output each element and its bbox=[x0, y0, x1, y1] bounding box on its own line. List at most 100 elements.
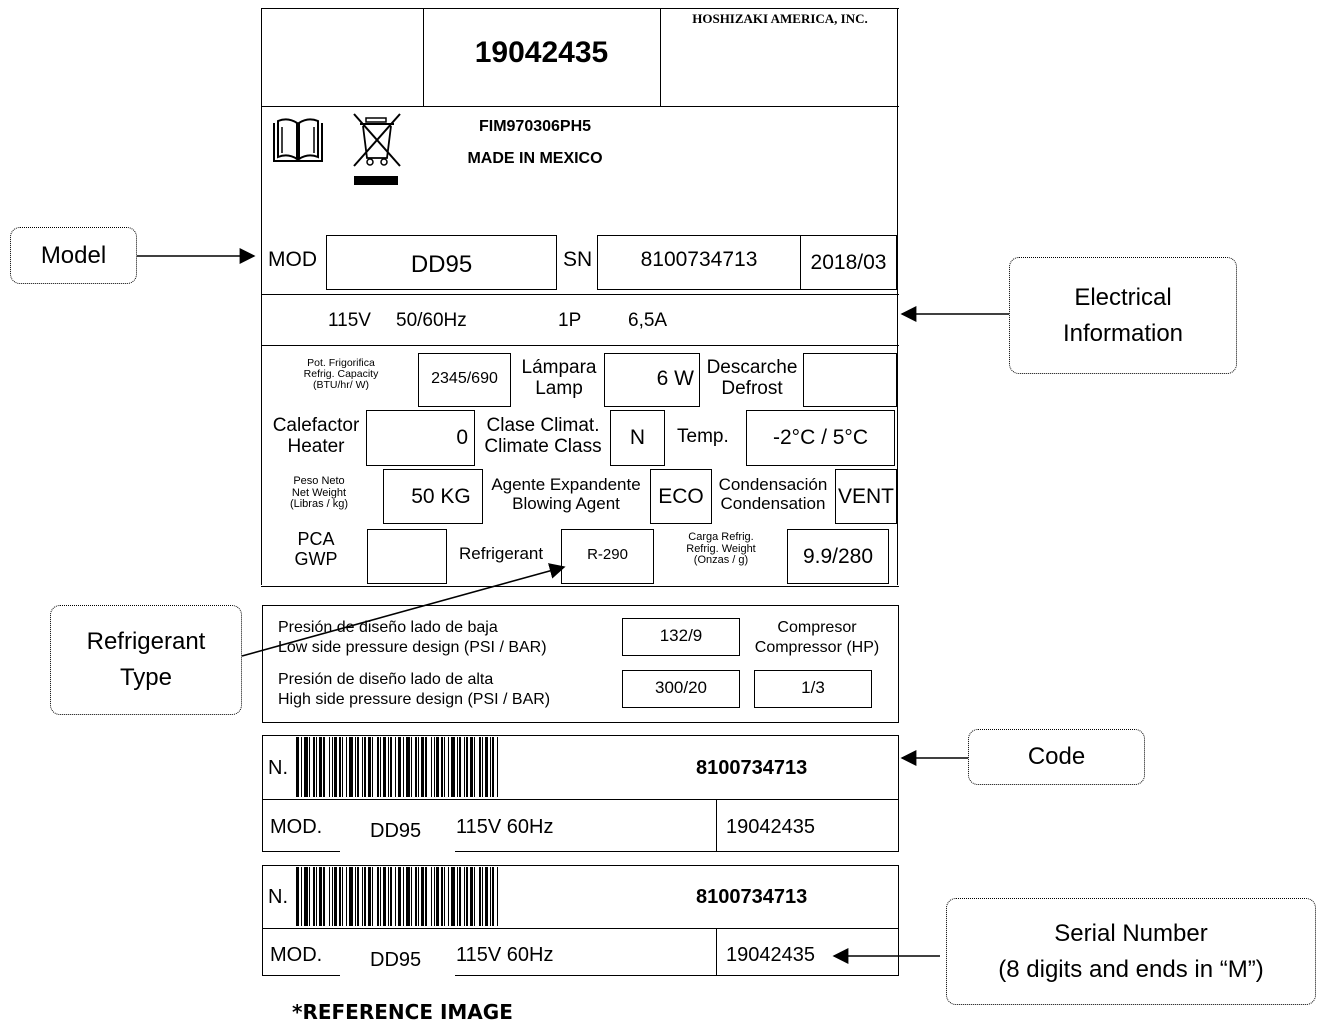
date-value: 2018/03 bbox=[810, 251, 887, 274]
barcode-bar bbox=[334, 737, 337, 797]
barcode-bar bbox=[388, 867, 389, 926]
barcode-bar bbox=[377, 867, 379, 926]
barcode-bar bbox=[485, 867, 488, 926]
refrigerant-value: R-290 bbox=[587, 546, 628, 563]
current: 6,5A bbox=[628, 310, 668, 331]
barcode-bar bbox=[457, 737, 458, 797]
barcode-bar bbox=[383, 737, 386, 797]
barcode-bar bbox=[383, 867, 386, 926]
model-value: DD95 bbox=[370, 820, 422, 842]
barcode-bar bbox=[421, 867, 424, 926]
barcode-bar bbox=[296, 867, 299, 926]
barcode-bar bbox=[398, 867, 401, 926]
mod-label: MOD. bbox=[270, 944, 323, 966]
n-label: N. bbox=[268, 886, 288, 908]
mod-label: MOD bbox=[268, 248, 317, 271]
barcode-bar bbox=[301, 867, 302, 926]
barcode-bar bbox=[492, 867, 494, 926]
barcode-bar bbox=[323, 867, 325, 926]
barcode-bar bbox=[403, 867, 404, 926]
barcode-bar bbox=[425, 737, 427, 797]
barcode-bar bbox=[313, 867, 315, 926]
heater-value: 0 bbox=[456, 426, 468, 449]
charge-value: 9.9/280 bbox=[802, 545, 874, 568]
barcode-bar bbox=[395, 867, 396, 926]
part-number: 19042435 bbox=[474, 36, 609, 69]
barcode-bar bbox=[403, 737, 404, 797]
barcode-bar bbox=[372, 867, 373, 926]
barcode-bar bbox=[470, 867, 473, 926]
blowing-box bbox=[650, 469, 712, 524]
barcode-bar bbox=[418, 737, 419, 797]
barcode-bar bbox=[474, 867, 475, 926]
barcode-bar bbox=[362, 867, 363, 926]
barcode-bar bbox=[334, 867, 337, 926]
barcode-bar bbox=[319, 867, 322, 926]
barcode-bar bbox=[372, 737, 373, 797]
arrow-refrigerant bbox=[241, 563, 566, 657]
n-label: N. bbox=[268, 757, 288, 779]
barcode bbox=[296, 865, 498, 928]
callout-code: Code bbox=[968, 729, 1145, 785]
barcode-bar bbox=[482, 867, 483, 926]
barcode-bar bbox=[434, 737, 435, 797]
barcode-bar bbox=[492, 737, 494, 797]
barcode-bar bbox=[441, 867, 443, 926]
refrigerant-label: Refrigerant bbox=[459, 544, 544, 563]
barcode-bar bbox=[406, 737, 410, 797]
high-pressure-value: 300/20 bbox=[655, 678, 707, 697]
high-pressure-box bbox=[622, 670, 740, 708]
barcode-bar bbox=[346, 737, 347, 797]
barcode-bar bbox=[459, 867, 461, 926]
temp-label: Temp. bbox=[677, 426, 729, 447]
barcode-bar bbox=[342, 737, 343, 797]
barcode-bar bbox=[368, 867, 371, 926]
weight-value: 50 KG bbox=[411, 485, 471, 508]
barcode-bar bbox=[479, 737, 481, 797]
barcode-bar bbox=[466, 737, 468, 797]
barcode-bar bbox=[364, 737, 366, 797]
barcode-bar bbox=[339, 867, 341, 926]
climate-box bbox=[610, 410, 665, 466]
barcode-bar bbox=[342, 867, 343, 926]
lamp-value: 6 W bbox=[656, 367, 694, 390]
pressure-block bbox=[262, 605, 899, 723]
barcode-bar bbox=[380, 737, 381, 797]
sn-label: SN bbox=[563, 248, 593, 271]
footer-note: *REFERENCE IMAGE bbox=[292, 1000, 513, 1024]
low-pressure-value: 132/9 bbox=[659, 626, 703, 645]
barcode-bar bbox=[466, 867, 468, 926]
barcode-bar bbox=[464, 737, 465, 797]
barcode-bar bbox=[349, 737, 353, 797]
barcode-bar bbox=[309, 737, 310, 797]
barcode-bar bbox=[490, 737, 491, 797]
barcode-bar bbox=[313, 737, 315, 797]
defrost-box bbox=[803, 353, 897, 407]
barcode-bar bbox=[355, 737, 356, 797]
barcode-bar bbox=[395, 737, 396, 797]
lamp-box bbox=[604, 353, 700, 407]
barcode-bar bbox=[329, 867, 330, 926]
barcode-bar bbox=[406, 867, 410, 926]
mod-label: MOD. bbox=[270, 816, 323, 838]
barcode-bar bbox=[490, 867, 491, 926]
barcode-bar bbox=[444, 867, 445, 926]
phase: 1P bbox=[558, 310, 582, 331]
charge-label: Carga Refrig.Refrig. Weight(Onzas / g) bbox=[686, 531, 756, 567]
electric-value: 115V 60Hz bbox=[456, 944, 554, 966]
barcode-bar bbox=[431, 867, 432, 926]
barcode-bar bbox=[457, 867, 458, 926]
barcode-bar bbox=[497, 867, 498, 926]
refrigerant-box bbox=[561, 529, 654, 584]
barcode-bar bbox=[355, 867, 356, 926]
